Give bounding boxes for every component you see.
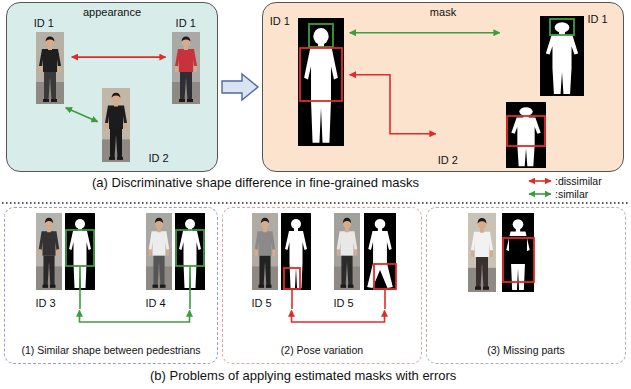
mask-image-box-label: ID 2 <box>438 154 458 167</box>
panel-fill <box>7 3 624 172</box>
subfigure-caption-holder: (a) Discriminative shape difference in f… <box>92 176 419 191</box>
appearance-panel: appearance ID 1 ID 1 ID 2 <box>6 2 218 172</box>
person-photo <box>334 213 360 290</box>
leader <box>79 266 81 309</box>
person-photo <box>36 213 62 290</box>
dissimilar-arrow <box>350 75 436 134</box>
person-image: ID 1 <box>166 16 206 108</box>
mask-image-box: ID 2 <box>436 100 556 168</box>
subfigure-caption: (b) Problems of applying estimated masks… <box>150 369 456 384</box>
person-mask-pair: ID 5 <box>332 211 400 311</box>
legend-line <box>529 180 551 182</box>
mask-fill <box>263 3 624 172</box>
similar-box <box>176 230 204 266</box>
problem-panel-label: (3) Missing parts <box>487 344 565 356</box>
mask-image-box-label: ID 1 <box>588 13 608 26</box>
person-mask-pair: ID 3 <box>34 211 98 311</box>
person-image-label: ID 1 <box>34 17 54 30</box>
subfigure-caption: (a) Discriminative shape difference in f… <box>92 176 419 191</box>
dissimilar-box <box>300 48 342 101</box>
mask-image <box>540 16 584 96</box>
subfigure-caption-holder: (b) Problems of applying estimated masks… <box>150 369 456 384</box>
legend-item: :similar <box>526 188 588 200</box>
mask-panel-label: mask <box>430 6 456 19</box>
mask-image-box-label: ID 1 <box>270 15 290 28</box>
problem-panel-label: (2) Pose variation <box>281 344 363 356</box>
mask-image <box>502 213 534 292</box>
person-mask-pair-label: ID 4 <box>146 297 166 310</box>
dissimilar-arrow <box>72 56 166 58</box>
person-photo <box>102 88 130 162</box>
mask-image <box>506 102 546 168</box>
person-image: ID 2 <box>98 86 172 166</box>
similar-arrow <box>80 311 190 323</box>
similar-arrow <box>350 32 500 34</box>
mask-image <box>298 18 344 146</box>
appearance-fill <box>7 3 218 172</box>
problem-images <box>36 213 534 309</box>
problem-panel: (1) Similar shape between pedestrians ID … <box>4 207 218 364</box>
mask-image <box>364 213 396 290</box>
problem-panel: (2) Pose variation ID 5 ID 5 <box>222 207 422 364</box>
mask-image <box>281 213 311 290</box>
person-image-label: ID 2 <box>149 152 169 165</box>
dissimilar-box <box>374 264 396 289</box>
person-mask-pair-label: ID 5 <box>252 297 272 310</box>
separator <box>2 202 629 204</box>
leader <box>189 266 191 309</box>
person-photo <box>252 213 278 290</box>
legend-swatch <box>526 176 554 186</box>
mask-images <box>298 16 584 168</box>
person-mask-pair-label: ID 3 <box>36 297 56 310</box>
similar-box <box>309 24 333 47</box>
legend-text: :dissimilar <box>555 175 602 187</box>
person-mask-pair: ID 5 <box>250 211 314 311</box>
similar-box <box>550 19 574 35</box>
dissimilar-arrow <box>292 311 385 323</box>
person-photo <box>146 213 172 290</box>
legend-item: :dissimilar <box>526 175 602 187</box>
legend-swatch <box>526 189 554 199</box>
missing-region <box>509 236 527 264</box>
dissimilar-box <box>507 116 545 146</box>
appearance-photos <box>36 32 200 162</box>
leader <box>384 289 386 309</box>
person-image: ID 1 <box>32 16 72 108</box>
person-photo <box>172 32 200 104</box>
person-mask-pair: ID 4 <box>144 211 208 311</box>
legend-line <box>529 193 551 195</box>
mask-image-box: ID 1 <box>500 12 610 98</box>
problem-panel: (3) Missing parts <box>426 207 626 364</box>
mask-panel: mask ID 1 ID 1 ID 2 <box>262 2 624 172</box>
appearance-panel-label: appearance <box>83 6 141 19</box>
person-mask-pair-label: ID 5 <box>334 297 354 310</box>
transition-arrow <box>222 74 258 100</box>
person-photo <box>468 213 496 292</box>
dissimilar-box <box>503 238 534 282</box>
similar-box <box>66 230 94 266</box>
person-photo <box>36 32 64 104</box>
problem-panel-label: (1) Similar shape between pedestrians <box>21 344 200 356</box>
leader <box>291 289 293 309</box>
person-image-label: ID 1 <box>176 17 196 30</box>
mask-image-box: ID 1 <box>268 14 350 150</box>
dissimilar-box <box>284 268 300 289</box>
legend-text: :similar <box>555 188 588 200</box>
similar-arrow <box>66 108 98 122</box>
